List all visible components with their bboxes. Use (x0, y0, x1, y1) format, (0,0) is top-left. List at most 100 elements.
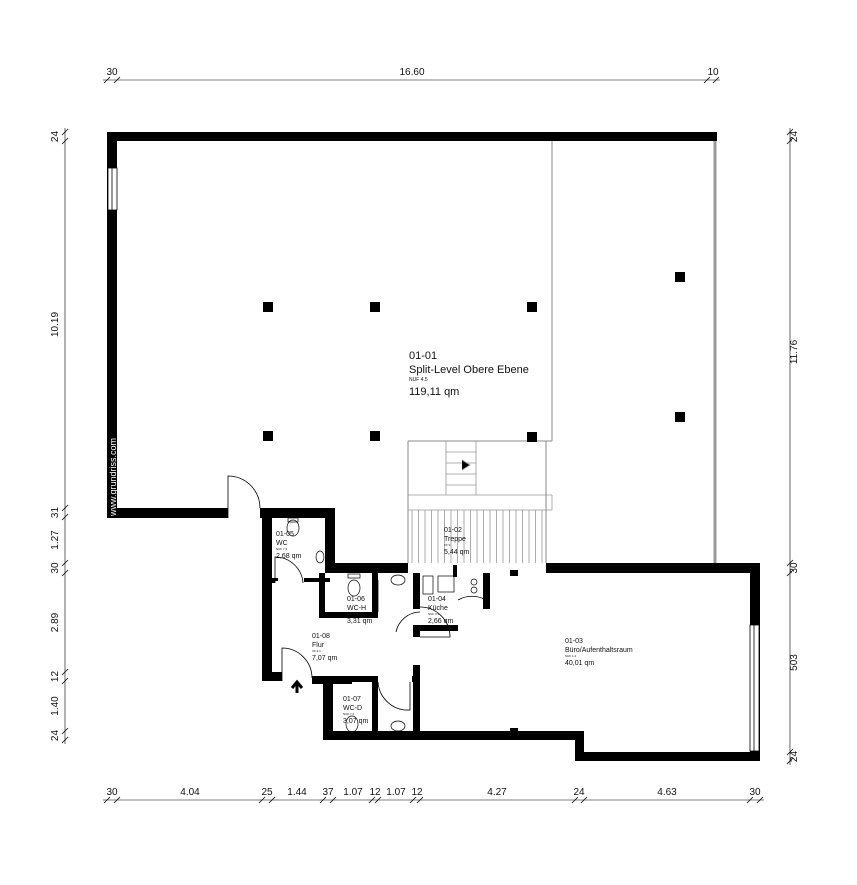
svg-text:7,07 qm: 7,07 qm (312, 655, 337, 662)
dimension-tick (319, 796, 327, 804)
svg-text:3,31 qm: 3,31 qm (347, 618, 372, 625)
dimension-label: 16.60 (399, 67, 424, 78)
svg-text:VF 9: VF 9 (444, 543, 451, 547)
dimension-tick (368, 796, 376, 804)
dimension-tick (61, 128, 69, 136)
room-label-01-03: 01-03 Büro/Aufenthaltsraum NUF 1.2 40,01… (565, 638, 633, 667)
svg-text:40,01 qm: 40,01 qm (565, 660, 594, 667)
dimension-label: 1.40 (50, 696, 61, 716)
dimension-tick (703, 76, 711, 84)
svg-text:01-08: 01-08 (312, 633, 330, 640)
room-label-01-05: 01-05 WC NUF 7.3 2,68 qm (276, 531, 301, 560)
dimension-tick (61, 569, 69, 577)
svg-text:NUF 3.9: NUF 3.9 (428, 612, 440, 616)
dimension-tick (746, 796, 754, 804)
dimension-tick (103, 76, 111, 84)
svg-text:01-06: 01-06 (347, 596, 365, 603)
sanitary-fixtures (286, 517, 478, 733)
dimension-tick (786, 757, 794, 765)
svg-text:01-03: 01-03 (565, 638, 583, 645)
svg-text:01-01: 01-01 (409, 350, 437, 362)
dimension-tick (786, 569, 794, 577)
svg-text:3,07 qm: 3,07 qm (343, 718, 368, 725)
dimension-label: 1.27 (50, 530, 61, 550)
dimension-tick (712, 76, 720, 84)
svg-text:Büro/Aufenthaltsraum: Büro/Aufenthaltsraum (565, 647, 633, 654)
dimension-label: 30 (749, 787, 761, 798)
svg-text:01-05: 01-05 (276, 531, 294, 538)
dimension-label: 11.76 (789, 339, 800, 364)
svg-text:Split-Level Obere Ebene: Split-Level Obere Ebene (409, 364, 529, 376)
dimension-label: 30 (50, 562, 61, 574)
dimension-label: 24 (50, 730, 61, 742)
dimension-label: 30 (106, 787, 118, 798)
dimension-tick (103, 796, 111, 804)
dimension-tick (268, 796, 276, 804)
dimension-tick (409, 796, 417, 804)
dimension-label: 12 (411, 787, 423, 798)
dimension-tick (786, 748, 794, 756)
room-label-01-08: 01-08 Flur VF 9.1 7,07 qm (312, 633, 337, 662)
svg-text:VF 9.1: VF 9.1 (312, 649, 321, 653)
dimension-tick (416, 796, 424, 804)
dimension-tick (61, 668, 69, 676)
svg-text:Küche: Küche (428, 605, 448, 612)
dimension-label: 25 (261, 787, 273, 798)
dimension-tick (61, 559, 69, 567)
svg-text:WC: WC (276, 540, 288, 547)
svg-text:5,44 qm: 5,44 qm (444, 549, 469, 556)
dimension-tick (756, 796, 764, 804)
dimension-label: 1.07 (343, 787, 363, 798)
stair-steps (411, 510, 543, 563)
dimension-label: 12 (50, 671, 61, 683)
doors (227, 475, 487, 711)
dimension-tick (61, 677, 69, 685)
dimension-label: 24 (50, 131, 61, 143)
svg-text:WC-H: WC-H (347, 605, 366, 612)
watermark: www.grundriss.com (108, 438, 118, 517)
room-label-01-07: 01-07 WC-D NUF 7.3 3,07 qm (343, 696, 368, 725)
dimension-label: 4.27 (487, 787, 507, 798)
windows (107, 167, 760, 752)
dimension-label: 10.19 (50, 312, 61, 337)
dimension-label: 4.04 (180, 787, 200, 798)
dimension-label: 24 (789, 131, 800, 143)
room-label-01-04: 01-04 Küche NUF 3.9 2,66 qm (428, 596, 453, 625)
dimension-tick (61, 137, 69, 145)
dimension-label: 31 (50, 507, 61, 519)
svg-text:119,11 qm: 119,11 qm (409, 386, 459, 398)
dimension-label: 503 (789, 654, 800, 671)
dimension-label: 37 (322, 787, 334, 798)
svg-text:01-07: 01-07 (343, 696, 361, 703)
dimension-tick (786, 128, 794, 136)
dimension-tick (374, 796, 382, 804)
svg-text:WC-D: WC-D (343, 705, 362, 712)
svg-text:Treppe: Treppe (444, 536, 466, 543)
room-label-01-06: 01-06 WC-H NUF 7.3 3,31 qm (347, 596, 372, 625)
dimension-lines (64, 79, 791, 801)
svg-text:NUF 4.5: NUF 4.5 (409, 377, 428, 383)
svg-text:01-04: 01-04 (428, 596, 446, 603)
dimension-tick (61, 513, 69, 521)
walls (107, 132, 760, 761)
svg-text:2,66 qm: 2,66 qm (428, 618, 453, 625)
dimension-tick (113, 796, 121, 804)
svg-text:Flur: Flur (312, 642, 325, 649)
dimension-tick (61, 504, 69, 512)
room-label-01-01: 01-01 Split-Level Obere Ebene NUF 4.5 11… (409, 350, 529, 398)
svg-text:NUF 1.2: NUF 1.2 (565, 654, 577, 658)
dimension-tick (580, 796, 588, 804)
dimension-label: 10 (707, 67, 719, 78)
dimension-label: 2.89 (50, 612, 61, 632)
dimension-label: 24 (789, 751, 800, 763)
dimension-tick (571, 796, 579, 804)
dimension-tick (61, 727, 69, 735)
dimension-tick (113, 76, 121, 84)
dimension-label: 12 (369, 787, 381, 798)
room-label-01-02: 01-02 Treppe VF 9 5,44 qm (444, 527, 469, 556)
dimension-tick (786, 137, 794, 145)
svg-text:NUF 7.3: NUF 7.3 (347, 612, 359, 616)
svg-text:NUF 7.3: NUF 7.3 (276, 547, 288, 551)
dimension-label: 1.07 (386, 787, 406, 798)
